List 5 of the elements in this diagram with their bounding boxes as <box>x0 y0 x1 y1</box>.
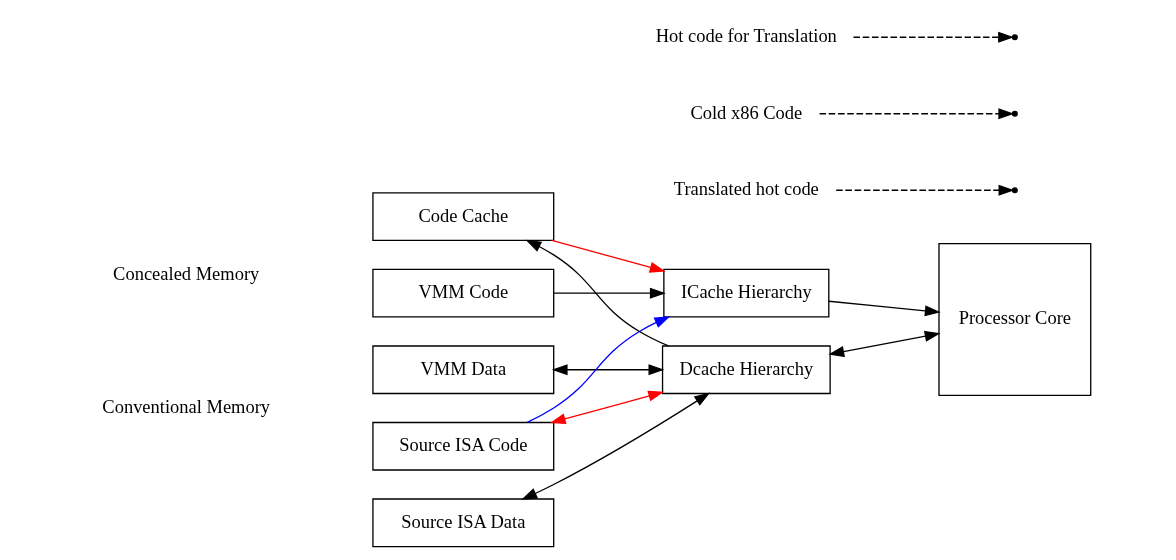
label: Concealed Memory <box>113 263 260 284</box>
node-text: Cold x86 Code <box>690 102 803 123</box>
node-text: Hot code for Translation <box>655 26 837 47</box>
label: Conventional Memory <box>102 396 271 417</box>
node-text: Translated hot code <box>673 179 819 200</box>
